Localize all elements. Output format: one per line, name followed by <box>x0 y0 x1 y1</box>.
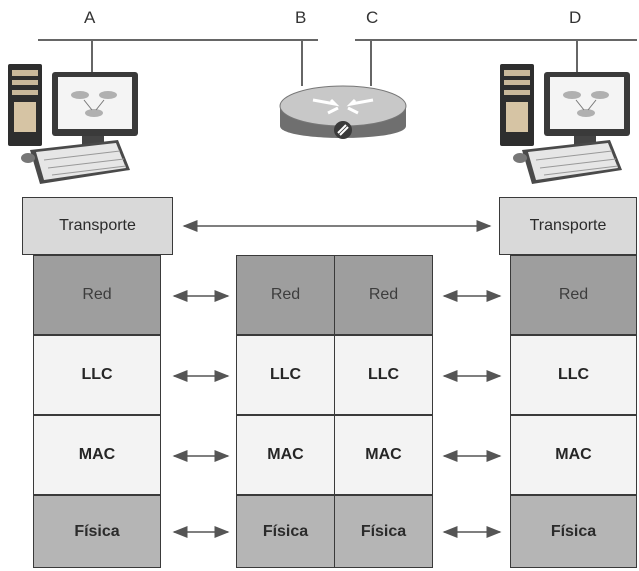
router-stack-b: Red LLC MAC Física <box>236 255 335 568</box>
left-host-stack: Red LLC MAC Física <box>33 255 161 568</box>
left-mac-layer: MAC <box>33 415 161 495</box>
router-c-physical-layer: Física <box>334 495 433 568</box>
left-llc-layer: LLC <box>33 335 161 415</box>
router-c-mac-layer: MAC <box>334 415 433 495</box>
computer-left-icon <box>8 64 138 184</box>
node-label-d: D <box>569 8 582 27</box>
right-network-layer: Red <box>510 255 637 335</box>
router-b-physical-layer: Física <box>236 495 335 568</box>
left-network-layer: Red <box>33 255 161 335</box>
node-label-c: C <box>366 8 379 27</box>
router-stack-c: Red LLC MAC Física <box>334 255 433 568</box>
router-c-network-layer: Red <box>334 255 433 335</box>
computer-right-icon <box>500 64 630 184</box>
right-llc-layer: LLC <box>510 335 637 415</box>
node-label-a: A <box>84 8 96 27</box>
node-label-b: B <box>295 8 307 27</box>
router-b-llc-layer: LLC <box>236 335 335 415</box>
right-transport-layer: Transporte <box>499 197 637 255</box>
topology-drawing <box>8 39 637 184</box>
right-physical-layer: Física <box>510 495 637 568</box>
right-mac-layer: MAC <box>510 415 637 495</box>
router-icon <box>279 85 407 139</box>
right-host-stack: Red LLC MAC Física <box>510 255 638 568</box>
left-physical-layer: Física <box>33 495 161 568</box>
router-b-mac-layer: MAC <box>236 415 335 495</box>
router-c-llc-layer: LLC <box>334 335 433 415</box>
router-b-network-layer: Red <box>236 255 335 335</box>
left-transport-layer: Transporte <box>22 197 173 255</box>
